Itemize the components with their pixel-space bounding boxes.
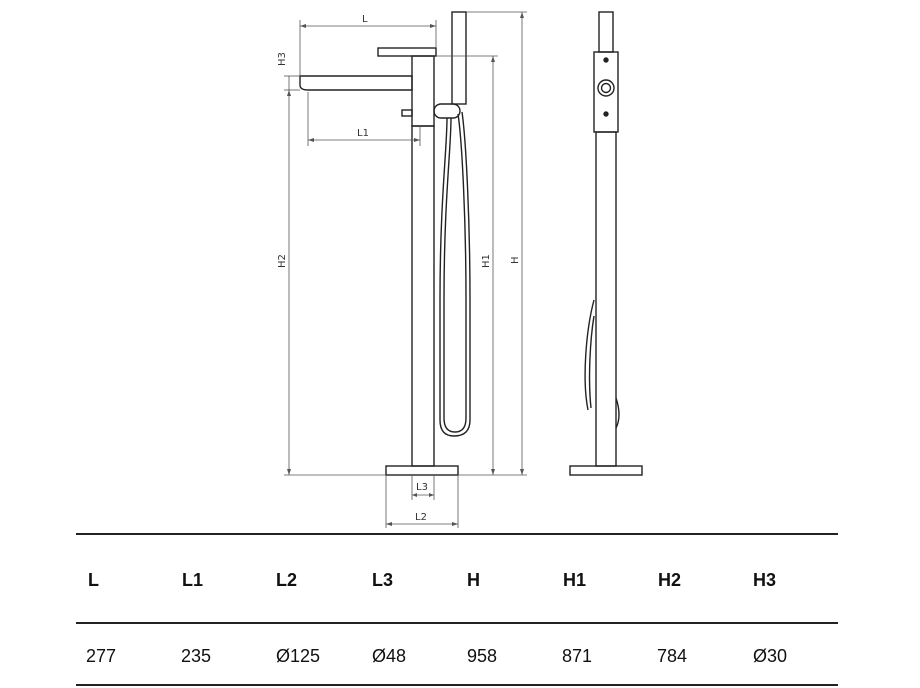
label-L: L [362,14,368,25]
table-middle-rule [76,622,838,624]
header-L: L [88,570,99,590]
dimension-lines [284,11,527,528]
header-H3: H3 [753,570,777,590]
side-column [595,131,617,467]
hand-shower [451,11,467,105]
value-H3: Ø30 [753,646,788,666]
header-H: H [467,570,480,590]
technical-drawing: L L1 L3 L2 H3 H2 H1 H [277,11,643,528]
label-L3: L3 [416,482,428,493]
value-H: 958 [467,646,498,666]
aerator [401,109,413,117]
value-H2: 784 [657,646,688,666]
side-view [569,11,643,476]
mixer-body [411,55,435,127]
value-L3: Ø48 [372,646,407,666]
spout [299,75,413,91]
header-H1: H1 [563,570,587,590]
label-H: H [510,256,521,264]
front-view [299,11,471,476]
header-L1: L1 [182,570,204,590]
side-hose [584,299,595,411]
label-L2: L2 [415,512,427,523]
side-hand-shower [598,11,614,53]
label-H3: H3 [277,52,288,66]
side-control-knob [597,79,615,97]
table-top-rule [76,533,838,535]
lever-handle [377,47,437,57]
base-plate [385,465,459,476]
value-L: 277 [86,646,117,666]
shower-holder [433,103,461,119]
value-L2: Ø125 [276,646,321,666]
dimension-labels: L L1 L3 L2 H3 H2 H1 H [277,14,521,523]
value-H1: 871 [562,646,593,666]
header-H2: H2 [658,570,682,590]
header-L3: L3 [372,570,394,590]
value-L1: 235 [181,646,212,666]
hose [439,111,471,437]
header-L2: L2 [276,570,298,590]
label-H1: H1 [481,254,492,268]
side-base-plate [569,465,643,476]
label-H2: H2 [277,254,288,268]
table-bottom-rule [76,684,838,686]
label-L1: L1 [357,128,369,139]
main-column [411,125,435,467]
